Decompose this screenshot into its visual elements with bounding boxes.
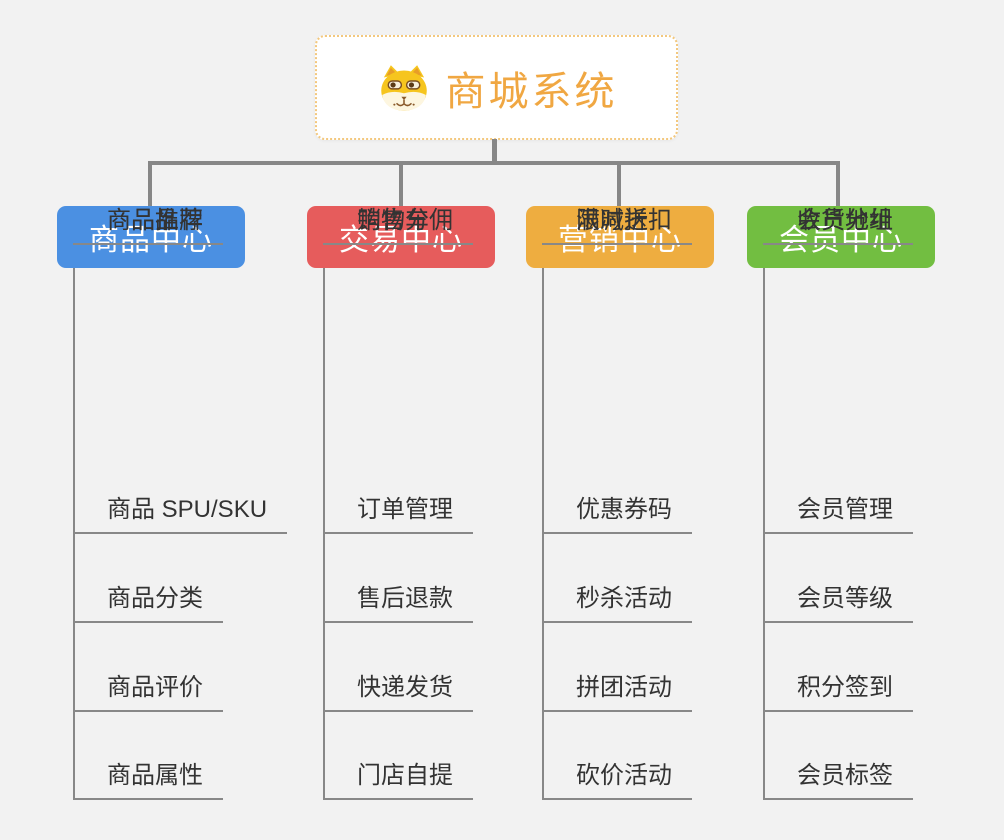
connector-root-stem [492,139,497,164]
leaf-node[interactable]: 会员管理 [763,495,913,534]
root-title: 商城系统 [445,69,618,114]
leaf-node[interactable]: 订单管理 [323,495,473,534]
branch-vline [542,268,544,800]
leaf-node[interactable]: 售后退款 [323,584,473,623]
leaf-node[interactable]: 销售分佣 [323,206,473,245]
connector-bus [148,161,840,165]
leaf-node[interactable]: 砍价活动 [542,761,692,800]
leaf-node[interactable]: 优惠券码 [542,495,692,534]
leaf-node[interactable]: 满减送 [542,206,668,245]
leaf-node[interactable]: 收货地址 [763,206,913,245]
leaf-node[interactable]: 商品分类 [73,584,223,623]
leaf-node[interactable]: 拼团活动 [542,673,692,712]
branch-vline [763,268,765,800]
leaf-node[interactable]: 商品品牌 [73,206,223,245]
connector-drop-4 [836,161,840,207]
connector-drop-3 [617,161,621,207]
connector-drop-2 [399,161,403,207]
branch-header[interactable]: 商品中心 [57,206,245,268]
connector-drop-1 [148,161,152,207]
dog-face-icon [380,64,427,111]
root-node[interactable]: 商城系统 [315,35,678,140]
leaf-node[interactable]: 会员标签 [763,761,913,800]
leaf-node[interactable]: 积分签到 [763,673,913,712]
branch-vline [323,268,325,800]
leaf-node[interactable]: 会员等级 [763,584,913,623]
leaf-node[interactable]: 快递发货 [323,673,473,712]
leaf-node[interactable]: 门店自提 [323,761,473,800]
leaf-node[interactable]: 商品 SPU/SKU [73,495,288,534]
branch-header[interactable]: 营销中心 [526,206,714,268]
leaf-node[interactable]: 秒杀活动 [542,584,692,623]
branch-header[interactable]: 交易中心 [307,206,495,268]
branch-vline [73,268,75,800]
branch-header[interactable]: 会员中心 [747,206,935,268]
leaf-node[interactable]: 商品属性 [73,761,223,800]
leaf-node[interactable]: 商品评价 [73,673,223,712]
